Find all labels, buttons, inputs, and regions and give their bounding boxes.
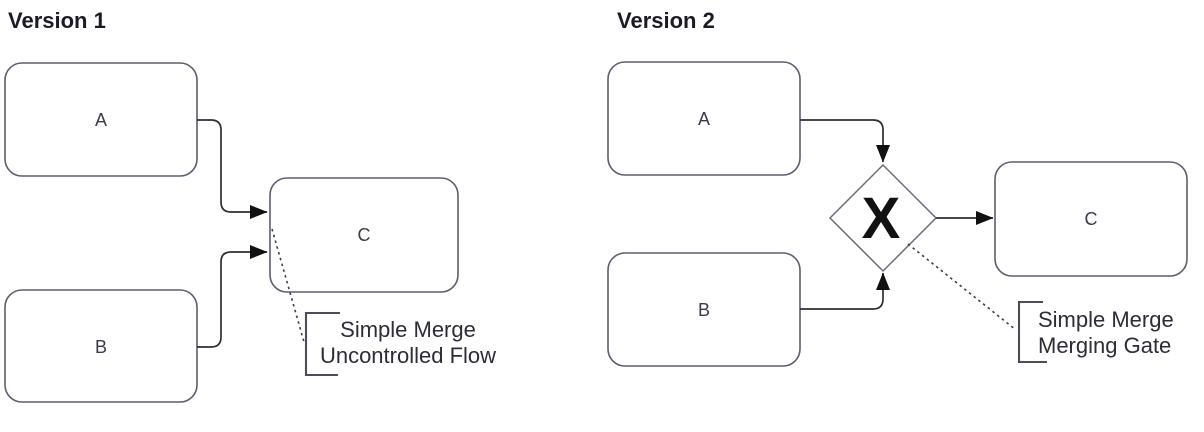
v1-connector-b-to-c [197, 245, 268, 348]
v1-task-c-label: C [358, 225, 371, 245]
v2-connector-b-to-gateway [800, 272, 890, 310]
v1-task-c-node [269, 177, 459, 293]
v2-annotation-line2: Merging Gate [1038, 333, 1171, 358]
v1-annotation-leader-line [271, 228, 305, 343]
v1-annotation-line1: Simple Merge [340, 317, 476, 342]
version-1-panel: Version 1 A B C Simple Merge Uncontrolle… [4, 8, 496, 403]
v2-merge-gateway-symbol: X [862, 186, 901, 251]
v1-annotation-line2: Uncontrolled Flow [320, 343, 496, 368]
version-1-title: Version 1 [8, 8, 106, 33]
v1-task-b-node [4, 289, 198, 403]
v2-task-a-label: A [698, 109, 710, 129]
v2-task-a-node [607, 61, 801, 176]
v2-annotation-leader-line [907, 243, 1017, 331]
v1-connector-a-to-c [197, 119, 268, 219]
v1-task-a-label: A [95, 110, 107, 130]
v1-annotation-bracket [304, 311, 340, 377]
v1-task-b-label: B [95, 337, 107, 357]
v2-task-c-node [994, 161, 1188, 277]
v2-annotation-line1: Simple Merge [1038, 307, 1174, 332]
v2-task-c-label: C [1085, 209, 1098, 229]
v2-annotation-bracket [1017, 300, 1047, 364]
version-2-title: Version 2 [617, 8, 715, 33]
version-2-panel: Version 2 A B C X Simple Merge Merging G… [607, 8, 1188, 367]
v2-task-b-label: B [698, 300, 710, 320]
v2-connector-a-to-gateway [800, 119, 890, 163]
